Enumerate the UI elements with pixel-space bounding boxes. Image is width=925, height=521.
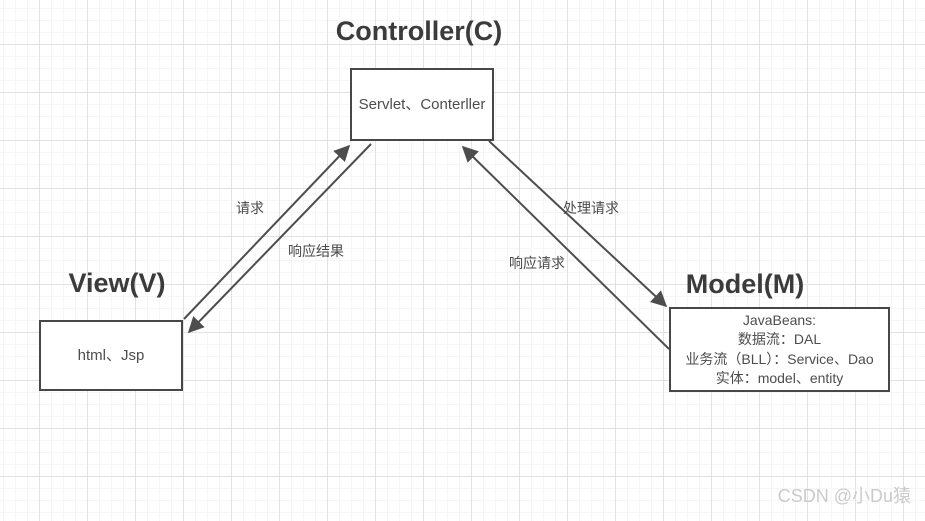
model-title: Model(M) — [685, 269, 805, 299]
view-title: View(V) — [68, 268, 166, 298]
edge-model-to-controller-line — [461, 145, 670, 350]
csdn-watermark: CSDN @小Du猿 — [777, 486, 911, 506]
edge-view-to-controller-line — [183, 144, 351, 320]
controller-title: Controller(C) — [335, 16, 503, 46]
model-node: JavaBeans: 数据流：DAL 业务流（BLL）：Service、Dao … — [669, 307, 890, 392]
view-node-label: html、Jsp — [77, 347, 145, 364]
view-node: html、Jsp — [39, 320, 183, 391]
model-node-line: 实体：model、entity — [715, 370, 844, 386]
edge-controller-to-view-line — [187, 143, 372, 334]
model-node-line: JavaBeans: — [742, 311, 817, 328]
edge-label-handle-request: 处理请求 — [563, 200, 619, 216]
controller-node-label: Servlet、Conterller — [358, 96, 486, 113]
model-node-line: 数据流：DAL — [737, 331, 822, 347]
edge-controller-to-model-line — [488, 140, 668, 308]
edge-label-response-request: 响应请求 — [509, 255, 565, 271]
edge-label-request: 请求 — [236, 200, 264, 216]
controller-node: Servlet、Conterller — [350, 68, 494, 141]
edge-label-response-result: 响应结果 — [288, 243, 344, 259]
model-node-line: 业务流（BLL）：Service、Dao — [685, 350, 874, 367]
